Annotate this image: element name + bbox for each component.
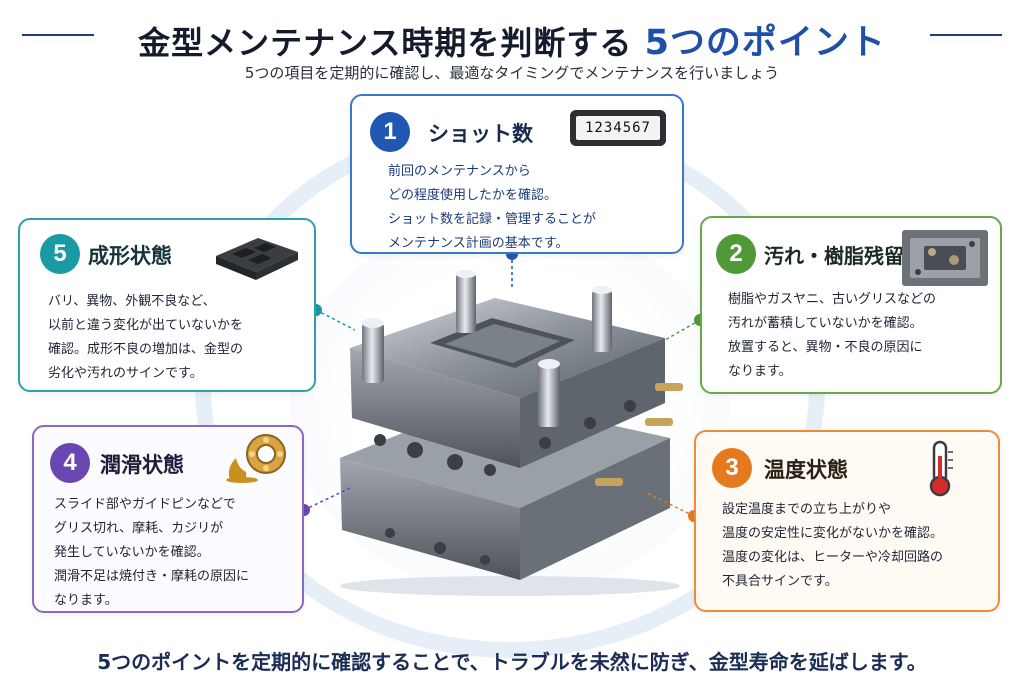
description-line: メンテナンス計画の基本です。 (388, 236, 569, 251)
description-line: 放置すると、異物・不良の原因に (728, 340, 923, 355)
description-line: スライド部やガイドピンなどで (54, 497, 236, 512)
point-title: 温度状態 (764, 458, 848, 482)
title-rule-left (22, 34, 94, 36)
point-number-badge: 4 (50, 443, 90, 483)
point-title: 潤滑状態 (100, 453, 184, 477)
description-line: 確認。成形不良の増加は、金型の (48, 342, 244, 357)
dirty-mold-photo-icon (902, 230, 988, 286)
description-line: 発生していないかを確認。 (54, 545, 210, 560)
description-line: なります。 (54, 593, 118, 608)
shot-counter-icon: 1234567 (570, 110, 666, 146)
description-line: なります。 (728, 364, 792, 379)
title-accent: 5つのポイント (644, 23, 886, 63)
point-card-shot-count: 1 ショット数 前回のメンテナンスから どの程度使用したかを確認。 ショット数を… (350, 94, 684, 254)
point-number-badge: 1 (370, 112, 410, 152)
point-number-badge: 3 (712, 448, 752, 488)
point-card-lubrication: 4 潤滑状態 スライド部やガイドピンなどで グリス切れ、摩耗、カジリが 発生して… (32, 425, 304, 613)
point-description: 設定温度までの立ち上がりや 温度の安定性に変化がないかを確認。 温度の変化は、ヒ… (722, 498, 943, 594)
description-line: 温度の安定性に変化がないかを確認。 (722, 526, 944, 541)
title-main: 金型メンテナンス時期を判断する (138, 24, 633, 62)
subtitle: 5つの項目を定期的に確認し、最適なタイミングでメンテナンスを行いましょう (244, 64, 780, 82)
description-line: 前回のメンテナンスから (388, 164, 531, 179)
footer-message: 5つのポイントを定期的に確認することで、トラブルを未然に防ぎ、金型寿命を延ばしま… (97, 650, 927, 674)
point-description: バリ、異物、外観不良など、 以前と違う変化が出ていないかを 確認。成形不良の増加… (48, 290, 243, 386)
title-row: 金型メンテナンス時期を判断する 5つのポイント (0, 10, 1024, 63)
description-line: 汚れが蓄積していないかを確認。 (728, 316, 923, 331)
point-number-badge: 2 (716, 234, 756, 274)
description-line: バリ、異物、外観不良など、 (48, 294, 216, 309)
point-number-badge: 5 (40, 234, 80, 274)
title-rule-right (930, 34, 1002, 36)
point-description: 前回のメンテナンスから どの程度使用したかを確認。 ショット数を記録・管理するこ… (388, 160, 596, 256)
page-title: 金型メンテナンス時期を判断する 5つのポイント (0, 14, 1024, 65)
description-line: 温度の変化は、ヒーターや冷却回路の (722, 550, 944, 565)
description-line: 樹脂やガスヤニ、古いグリスなどの (728, 292, 937, 307)
point-title: 成形状態 (88, 244, 172, 268)
description-line: 設定温度までの立ち上がりや (722, 502, 892, 517)
point-title: 汚れ・樹脂残留 (764, 244, 904, 268)
description-line: 潤滑不足は焼付き・摩耗の原因に (54, 569, 250, 584)
point-description: スライド部やガイドピンなどで グリス切れ、摩耗、カジリが 発生していないかを確認… (54, 493, 249, 613)
thermometer-icon (929, 440, 953, 497)
grease-bearing-icon (226, 434, 286, 483)
counter-digits: 1234567 (576, 116, 660, 140)
description-line: ショット数を記録・管理することが (388, 212, 597, 227)
description-line: どの程度使用したかを確認。 (388, 188, 558, 203)
description-line: 不具合サインです。 (722, 574, 838, 589)
description-line: 劣化や汚れのサインです。 (48, 366, 203, 381)
molded-part-icon (216, 238, 298, 280)
description-line: グリス切れ、摩耗、カジリが (54, 521, 224, 536)
description-line: 以前と違う変化が出ていないかを (48, 318, 244, 333)
mold-assembly-image (340, 270, 683, 596)
point-description: 樹脂やガスヤニ、古いグリスなどの 汚れが蓄積していないかを確認。 放置すると、異… (728, 288, 936, 384)
point-title: ショット数 (428, 122, 533, 146)
